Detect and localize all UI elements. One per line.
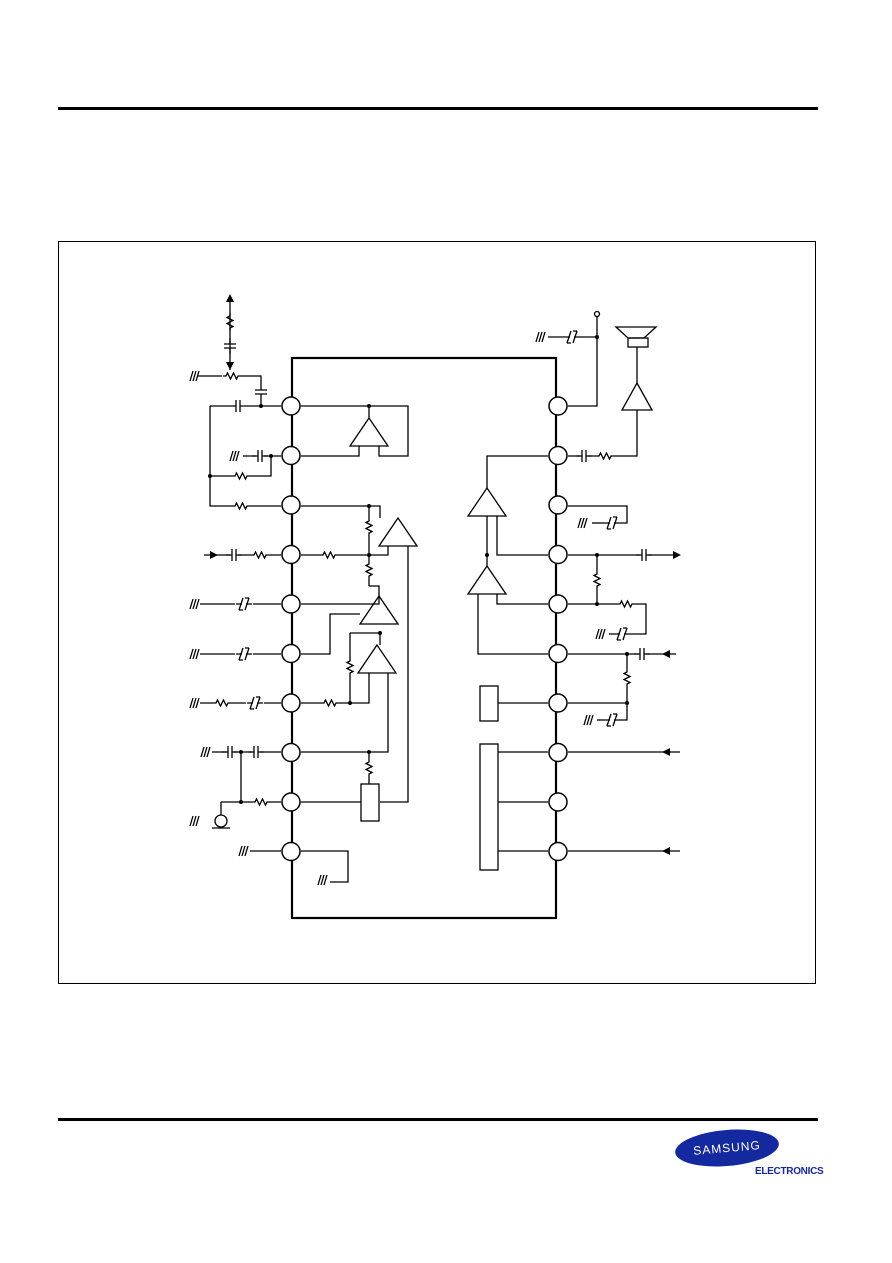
logo-division-text: ELECTRONICS (755, 1166, 824, 1177)
footer-rule (58, 1118, 818, 1121)
samsung-electronics-logo: SAMSUNG ELECTRONICS (672, 1125, 824, 1180)
right-pin-5 (548, 594, 568, 614)
internal-circuitry (301, 403, 548, 886)
left-pin-4 (281, 544, 301, 565)
right-pin-4 (548, 544, 568, 565)
header-rule (58, 107, 818, 110)
diagram-frame (58, 241, 816, 984)
right-pin-1 (548, 396, 568, 416)
right-pin-2 (548, 445, 568, 466)
left-pin-10 (281, 841, 301, 862)
ic-body (290, 356, 558, 920)
right-pin-6 (548, 643, 568, 664)
right-pin-7 (548, 693, 568, 713)
right-pin-8 (548, 742, 568, 763)
right-pin-9 (548, 792, 568, 812)
left-pin-7 (281, 693, 301, 713)
left-pin-6 (281, 643, 301, 664)
left-pin-2 (281, 445, 301, 466)
right-pin-3 (548, 495, 568, 515)
right-external-wiring (535, 310, 681, 855)
left-external-wiring (189, 294, 281, 857)
left-pin-3 (281, 495, 301, 515)
left-pins (281, 396, 301, 862)
right-pins (548, 396, 568, 862)
left-pin-9 (281, 792, 301, 812)
left-pin-1 (281, 396, 301, 416)
left-pin-5 (281, 594, 301, 614)
left-pin-8 (281, 742, 301, 763)
right-pin-10 (548, 841, 568, 862)
